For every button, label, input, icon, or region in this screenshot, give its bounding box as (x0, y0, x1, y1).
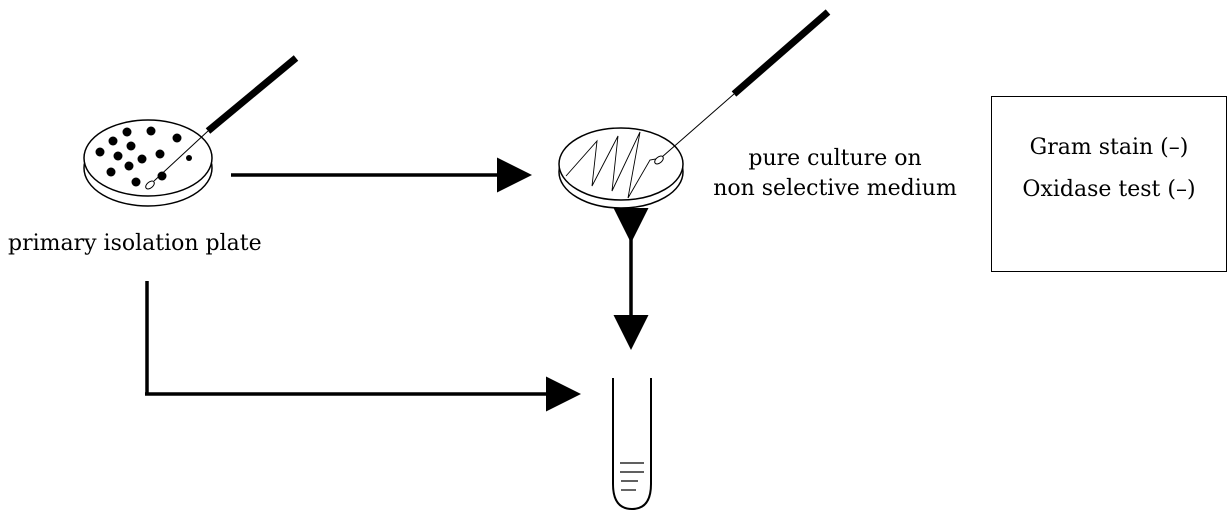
inoculating-loop-icon (145, 55, 299, 190)
pure-culture-label-line2: non selective medium (713, 176, 957, 201)
test-tube-icon (612, 378, 652, 511)
gram-stain-result: Gram stain (–) (1029, 135, 1189, 160)
primary-plate-icon (83, 119, 213, 207)
colonies (95, 126, 192, 187)
inoculating-loop-icon (654, 9, 831, 165)
pure-culture-plate-icon (558, 127, 684, 209)
oxidase-test-result: Oxidase test (–) (1022, 177, 1196, 202)
pure-culture-label: pure culture on non selective medium (690, 144, 980, 204)
pure-culture-label-line1: pure culture on (748, 146, 922, 171)
tests-box: Gram stain (–) Oxidase test (–) (991, 96, 1227, 272)
streak-lines (565, 131, 662, 199)
primary-plate-label: primary isolation plate (8, 231, 262, 256)
